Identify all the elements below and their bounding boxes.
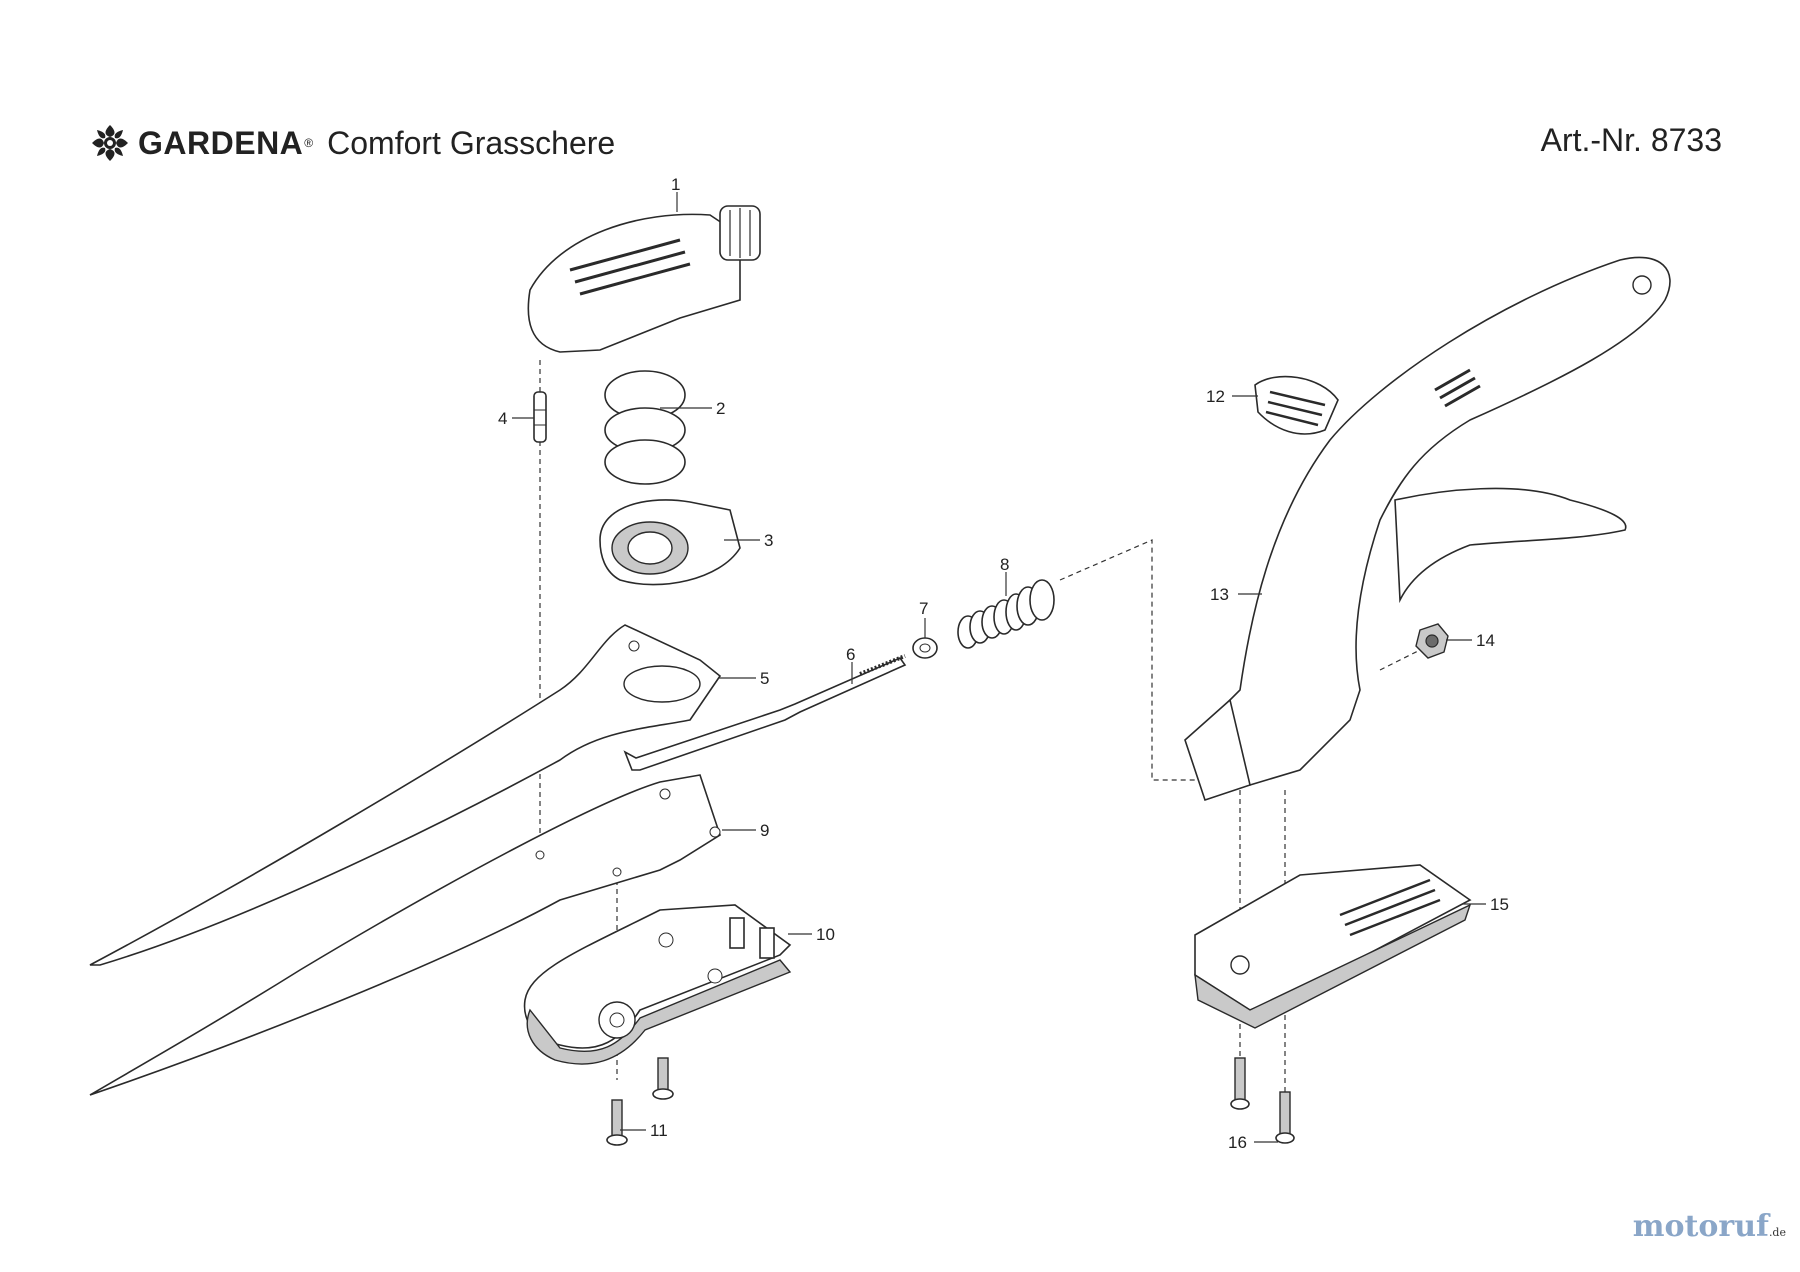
part-8-compression-spring (957, 579, 1055, 649)
part-12-clip (1254, 375, 1339, 435)
assembly-axis-spring (1059, 539, 1240, 781)
part-4-pin (533, 391, 547, 443)
part-label-3: 3 (764, 531, 773, 550)
part-6-threaded-rod (623, 654, 907, 771)
brand-name: GARDENA (138, 124, 304, 161)
part-13-handle-body (1184, 256, 1671, 802)
watermark: motoruf.de (1633, 1209, 1786, 1244)
part-label-9: 9 (760, 821, 769, 840)
watermark-name: motoruf (1632, 1209, 1769, 1244)
part-10-base-plate (523, 904, 792, 1065)
part-label-11: 11 (650, 1121, 668, 1140)
trademark-mark: ® (304, 136, 314, 150)
part-3-ring-seat (599, 499, 741, 586)
part-label-7: 7 (919, 599, 928, 618)
part-label-5: 5 (760, 669, 769, 688)
gardena-logo-icon (92, 125, 128, 161)
part-1-knob-cap (527, 205, 761, 353)
part-label-15: 15 (1490, 895, 1509, 914)
part-label-16: 16 (1228, 1133, 1247, 1152)
product-name: Comfort Grasschere (327, 124, 616, 161)
part-9-lower-blade (89, 774, 721, 1096)
article-number: Art.-Nr. 8733 (1540, 122, 1722, 158)
part-11-screws-left (606, 1057, 674, 1146)
part-7-washer (912, 637, 938, 659)
part-label-8: 8 (1000, 555, 1009, 574)
part-label-13: 13 (1210, 585, 1229, 604)
part-label-4: 4 (498, 409, 507, 428)
part-label-1: 1 (671, 175, 680, 194)
part-label-10: 10 (816, 925, 835, 944)
part-14-nut (1415, 623, 1449, 659)
part-16-screws-right (1230, 1057, 1295, 1144)
part-label-14: 14 (1476, 631, 1495, 650)
part-label-12: 12 (1206, 387, 1225, 406)
assembly-axis-nut (1379, 649, 1421, 671)
header: GARDENA® Comfort Grasschere (90, 118, 615, 168)
part-label-2: 2 (716, 399, 725, 418)
part-15-bottom-cover (1194, 864, 1472, 1029)
part-2-coil-spring (604, 370, 686, 485)
part-5-upper-blade (89, 624, 722, 966)
part-label-6: 6 (846, 645, 855, 664)
watermark-suffix: .de (1768, 1226, 1786, 1239)
